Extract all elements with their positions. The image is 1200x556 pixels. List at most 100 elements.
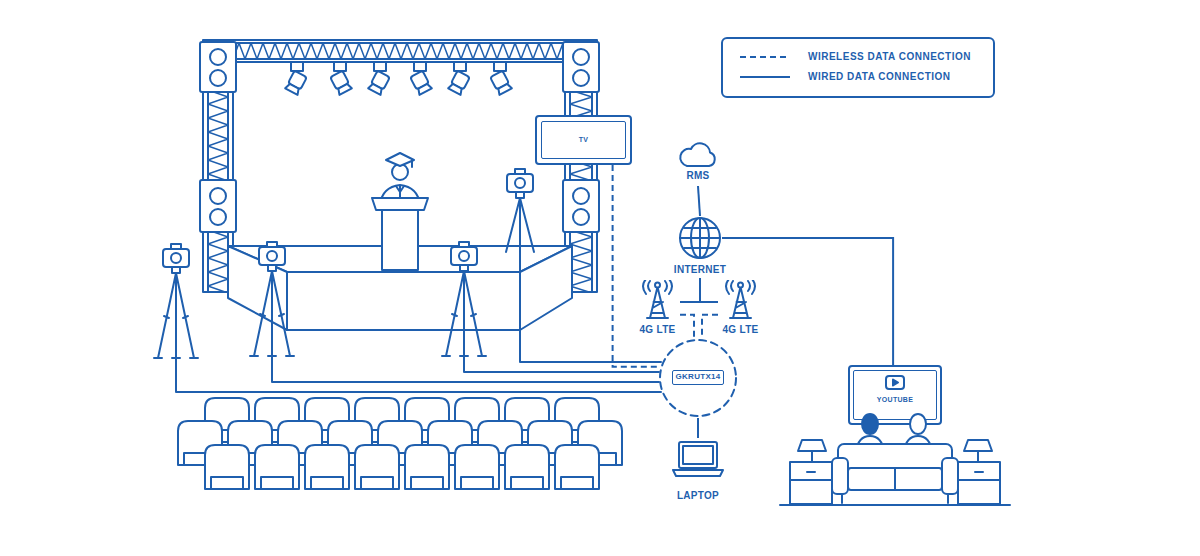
stage-light xyxy=(330,62,352,95)
cloud-icon xyxy=(678,138,718,168)
audience-seat xyxy=(455,445,499,489)
node-label: 4G LTE xyxy=(722,324,758,336)
truss-rail xyxy=(203,43,597,59)
camera-on-tripod xyxy=(442,242,486,356)
audience-seat xyxy=(355,445,399,489)
viewer-body xyxy=(904,436,932,452)
speaker-cone xyxy=(573,209,589,225)
stage-front xyxy=(287,272,520,330)
signal-waves xyxy=(726,280,755,294)
camera-on-tripod xyxy=(250,242,294,356)
legend-text: WIRELESS DATA CONNECTION xyxy=(808,51,971,63)
table-drawer xyxy=(790,472,1000,480)
floor-line xyxy=(780,504,1010,506)
tower-icon xyxy=(718,280,763,322)
cell-tower: 4G LTE xyxy=(635,280,680,338)
wired-connection xyxy=(680,278,700,302)
speaker-cone xyxy=(210,188,226,204)
globe-outline xyxy=(680,218,720,258)
router-box: GKRUTX14 xyxy=(672,370,724,385)
camera-cable xyxy=(176,252,661,392)
signal-waves xyxy=(643,280,672,294)
node-label: YOUTUBE xyxy=(877,395,913,404)
viewer-head xyxy=(862,414,878,434)
stage-side xyxy=(520,246,572,330)
legend-box: WIRELESS DATA CONNECTION WIRED DATA CONNE… xyxy=(721,37,995,98)
audience-seat xyxy=(305,445,349,489)
wired-connection xyxy=(722,238,893,365)
lamp-stand xyxy=(972,451,984,462)
sofa-seat xyxy=(848,468,942,490)
stage-tv: TV xyxy=(535,115,632,165)
lamp-shade xyxy=(798,440,826,451)
cell-tower: 4G LTE xyxy=(718,280,763,338)
laptop-lid xyxy=(679,442,717,468)
wireless-connection xyxy=(680,315,694,338)
camera xyxy=(507,169,533,198)
play-icon xyxy=(885,375,905,391)
screen-bezel xyxy=(853,370,937,420)
legend-samples xyxy=(723,39,993,96)
node-label: INTERNET xyxy=(674,264,726,276)
sofa-arm xyxy=(832,458,848,494)
play-triangle xyxy=(893,380,898,386)
speaker-cone xyxy=(210,49,226,65)
speaker-cone xyxy=(573,49,589,65)
speaker-cone xyxy=(210,70,226,86)
laptop-icon xyxy=(670,438,726,478)
sofa-arm xyxy=(942,458,958,494)
audience-seat xyxy=(405,445,449,489)
router: GKRUTX14 xyxy=(658,338,738,418)
audience-seat xyxy=(255,445,299,489)
viewer-body xyxy=(856,436,884,452)
globe-icon xyxy=(678,216,722,260)
wired-connection xyxy=(700,278,718,302)
audience-seat xyxy=(205,445,249,489)
wired-line-sample xyxy=(740,76,790,78)
stage-light xyxy=(410,62,432,95)
tower-antenna xyxy=(655,283,660,288)
stage-light xyxy=(490,62,512,95)
router-zone xyxy=(660,340,736,416)
laptop: LAPTOP xyxy=(670,438,726,506)
speaker xyxy=(563,42,599,92)
graduation-cap xyxy=(386,153,414,166)
speaker xyxy=(200,42,236,92)
side-table xyxy=(958,462,1000,504)
node-label: TV xyxy=(579,135,589,144)
globe-grid xyxy=(680,218,720,258)
speaker xyxy=(200,180,236,232)
wired-connection xyxy=(697,418,699,438)
viewer-head xyxy=(910,414,926,434)
audience-seat xyxy=(555,445,599,489)
side-table xyxy=(790,462,832,504)
stage-light xyxy=(448,62,470,95)
tower-icon xyxy=(635,280,680,322)
stage-light xyxy=(285,62,307,95)
lamp-stand xyxy=(806,451,818,462)
truss-rail xyxy=(570,62,592,292)
wireless-line-sample xyxy=(740,56,790,58)
home-tv: YOUTUBE xyxy=(848,365,942,425)
camera-on-tripod xyxy=(154,244,198,358)
truss-rail xyxy=(208,62,228,292)
node-label: LAPTOP xyxy=(677,490,719,502)
speaker-cone xyxy=(573,188,589,204)
sofa-back xyxy=(838,444,952,472)
stage-light xyxy=(368,62,390,95)
audience-seat xyxy=(505,445,549,489)
internet-globe: INTERNET xyxy=(678,216,722,278)
podium-edge xyxy=(382,209,418,211)
legend-text: WIRED DATA CONNECTION xyxy=(808,71,951,83)
node-label: RMS xyxy=(686,170,709,182)
wireless-connection xyxy=(613,165,658,367)
sofa-seam xyxy=(894,468,896,490)
node-label: GKRUTX14 xyxy=(675,371,720,383)
node-label: 4G LTE xyxy=(639,324,675,336)
sofa-leg xyxy=(842,494,948,503)
lamp-shade xyxy=(964,440,992,451)
